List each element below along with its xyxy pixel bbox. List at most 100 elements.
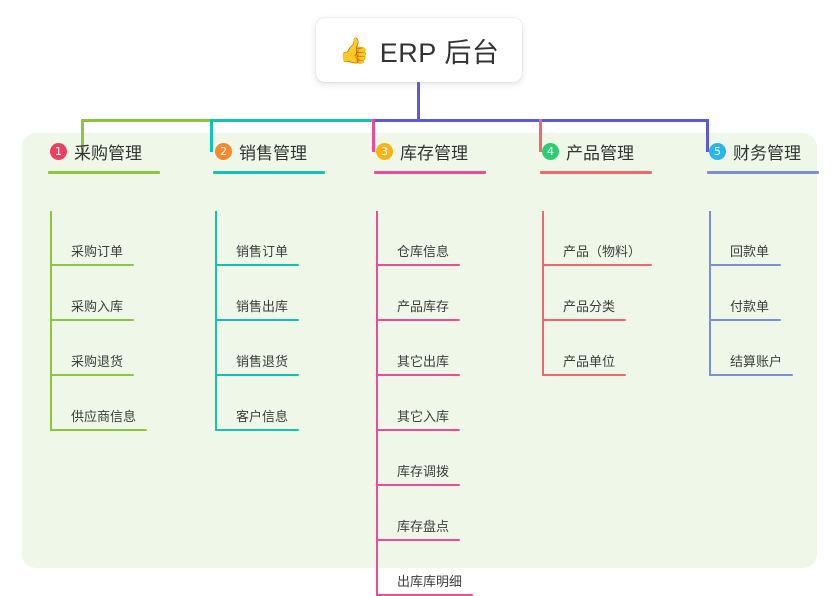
leaf-node-label: 仓库信息: [397, 244, 450, 259]
branch-header-underline: [374, 171, 486, 174]
leaf-node-underline: [709, 264, 781, 266]
leaf-node-label: 产品分类: [563, 299, 616, 314]
leaf-node[interactable]: 产品单位: [542, 321, 626, 376]
leaf-node[interactable]: 销售退货: [215, 321, 299, 376]
branch-header-underline: [540, 171, 652, 174]
branch-title-label: 销售管理: [239, 143, 307, 163]
leaf-node[interactable]: 采购入库: [50, 266, 134, 321]
leaf-node[interactable]: 产品（物料）: [542, 211, 652, 266]
leaf-node-label: 回款单: [730, 244, 770, 259]
leaf-node-underline: [50, 429, 147, 431]
leaf-node[interactable]: 产品分类: [542, 266, 626, 321]
leaf-node-underline: [376, 484, 460, 486]
leaf-node[interactable]: 库存调拨: [376, 431, 460, 486]
branch-header-3[interactable]: 3 库存管理: [362, 133, 522, 174]
leaf-node-underline: [215, 264, 299, 266]
branch-spine-line: [542, 211, 544, 376]
branch-spine-line: [50, 211, 52, 431]
branch-title-label: 财务管理: [733, 143, 801, 163]
leaf-node-label: 出库库明细: [397, 574, 463, 589]
leaf-node-underline: [376, 539, 460, 541]
branch-number-badge: 3: [376, 142, 393, 160]
leaf-node-underline: [215, 319, 299, 321]
branch-header-underline: [48, 171, 160, 174]
branch-column-5: 5 财务管理回款单付款单结算账户: [695, 133, 825, 376]
branch-spine-line: [376, 211, 378, 596]
branch-header-4[interactable]: 4 产品管理: [528, 133, 688, 174]
branch-header-2[interactable]: 2 销售管理: [201, 133, 351, 174]
leaf-node[interactable]: 其它出库: [376, 321, 460, 376]
leaf-node-underline: [376, 264, 460, 266]
branch-title-label: 库存管理: [400, 143, 468, 163]
leaf-node-label: 产品库存: [397, 299, 450, 314]
branch-header-1[interactable]: 1 采购管理: [36, 133, 186, 174]
leaf-node-underline: [215, 374, 299, 376]
branch-number-badge: 2: [215, 142, 232, 160]
leaf-node[interactable]: 结算账户: [709, 321, 793, 376]
leaf-node[interactable]: 客户信息: [215, 376, 299, 431]
branch-spine-line: [215, 211, 217, 431]
mindmap-panel-background: [22, 133, 817, 568]
leaf-node-label: 销售出库: [236, 299, 289, 314]
leaf-node-label: 销售退货: [236, 354, 289, 369]
leaf-node[interactable]: 采购订单: [50, 211, 134, 266]
leaf-node-label: 采购退货: [71, 354, 124, 369]
branch-column-2: 2 销售管理销售订单销售出库销售退货客户信息: [201, 133, 351, 431]
branch-column-3: 3 库存管理仓库信息产品库存其它出库其它入库库存调拨库存盘点出库库明细: [362, 133, 522, 596]
leaf-node-label: 采购订单: [71, 244, 124, 259]
branch-number-badge: 4: [542, 142, 559, 160]
leaf-node[interactable]: 付款单: [709, 266, 781, 321]
leaf-node-label: 库存盘点: [397, 519, 450, 534]
leaf-node-underline: [542, 264, 652, 266]
leaf-node[interactable]: 采购退货: [50, 321, 134, 376]
leaf-node-underline: [376, 374, 460, 376]
branch-number-badge: 5: [709, 142, 726, 160]
leaf-node-label: 采购入库: [71, 299, 124, 314]
leaf-node-label: 付款单: [730, 299, 770, 314]
root-stem-line: [417, 82, 420, 122]
leaf-node-underline: [376, 319, 460, 321]
connector-bar-segment-1: [81, 119, 210, 122]
leaf-node[interactable]: 产品库存: [376, 266, 460, 321]
leaf-node-label: 产品（物料）: [563, 244, 642, 259]
leaf-node[interactable]: 其它入库: [376, 376, 460, 431]
root-node-title: ERP 后台: [379, 37, 500, 68]
leaf-node-underline: [709, 374, 793, 376]
leaf-node-underline: [709, 319, 781, 321]
branch-columns: 1 采购管理采购订单采购入库采购退货供应商信息 2 销售管理销售订单销售出库销售退货客…: [0, 133, 839, 596]
leaf-node[interactable]: 销售出库: [215, 266, 299, 321]
leaf-node[interactable]: 销售订单: [215, 211, 299, 266]
leaf-node-label: 其它出库: [397, 354, 450, 369]
branch-title-label: 产品管理: [566, 143, 634, 163]
leaf-node[interactable]: 回款单: [709, 211, 781, 266]
leaf-node-label: 结算账户: [730, 354, 783, 369]
branch-header-5[interactable]: 5 财务管理: [695, 133, 825, 174]
leaf-node-underline: [376, 429, 460, 431]
leaf-node-underline: [50, 319, 134, 321]
root-node-card[interactable]: 👍 ERP 后台: [316, 18, 522, 82]
leaf-node-underline: [542, 374, 626, 376]
leaf-node-underline: [215, 429, 299, 431]
branch-number-badge: 1: [50, 142, 67, 160]
leaf-node-label: 销售订单: [236, 244, 289, 259]
leaf-node-label: 产品单位: [563, 354, 616, 369]
branch-column-1: 1 采购管理采购订单采购入库采购退货供应商信息: [36, 133, 186, 431]
branch-header-underline: [213, 171, 325, 174]
leaf-node-underline: [50, 374, 134, 376]
leaf-node[interactable]: 仓库信息: [376, 211, 460, 266]
branch-title-label: 采购管理: [74, 143, 142, 163]
leaf-node-underline: [542, 319, 626, 321]
leaf-node-label: 其它入库: [397, 409, 450, 424]
thumbs-up-icon: 👍: [338, 36, 370, 65]
leaf-node-label: 供应商信息: [71, 409, 137, 424]
connector-bar-segment-2: [210, 119, 372, 122]
connector-bar-segment-3: [372, 119, 706, 122]
branch-column-4: 4 产品管理产品（物料） 产品分类产品单位: [528, 133, 688, 376]
leaf-node-label: 客户信息: [236, 409, 289, 424]
branch-spine-line: [709, 211, 711, 376]
leaf-node[interactable]: 供应商信息: [50, 376, 147, 431]
leaf-node[interactable]: 库存盘点: [376, 486, 460, 541]
leaf-node-underline: [50, 264, 134, 266]
leaf-node-label: 库存调拨: [397, 464, 450, 479]
